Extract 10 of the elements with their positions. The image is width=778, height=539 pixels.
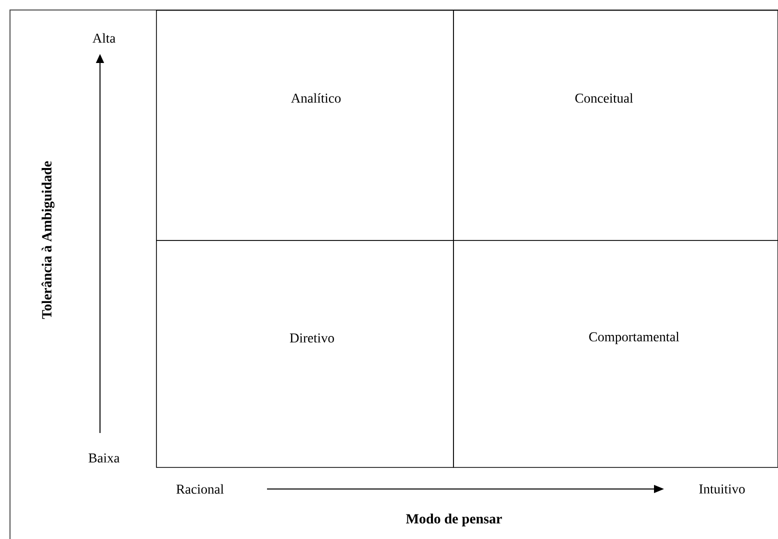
- axis-end-label: Racional: [176, 484, 224, 494]
- quadrant-box: Conceitual: [453, 10, 778, 241]
- quadrant-box: Analítico: [156, 10, 454, 241]
- axis-end-label: Alta: [92, 33, 116, 43]
- axis-end-label: Baixa: [88, 453, 120, 463]
- quadrant-box: Diretivo: [156, 240, 454, 468]
- axis-end-label: Intuitivo: [699, 484, 745, 494]
- axis-title: Modo de pensar: [406, 514, 502, 526]
- quadrant-box: Comportamental: [453, 240, 778, 468]
- axis-title: Tolerância à Ambiguidade: [42, 161, 54, 319]
